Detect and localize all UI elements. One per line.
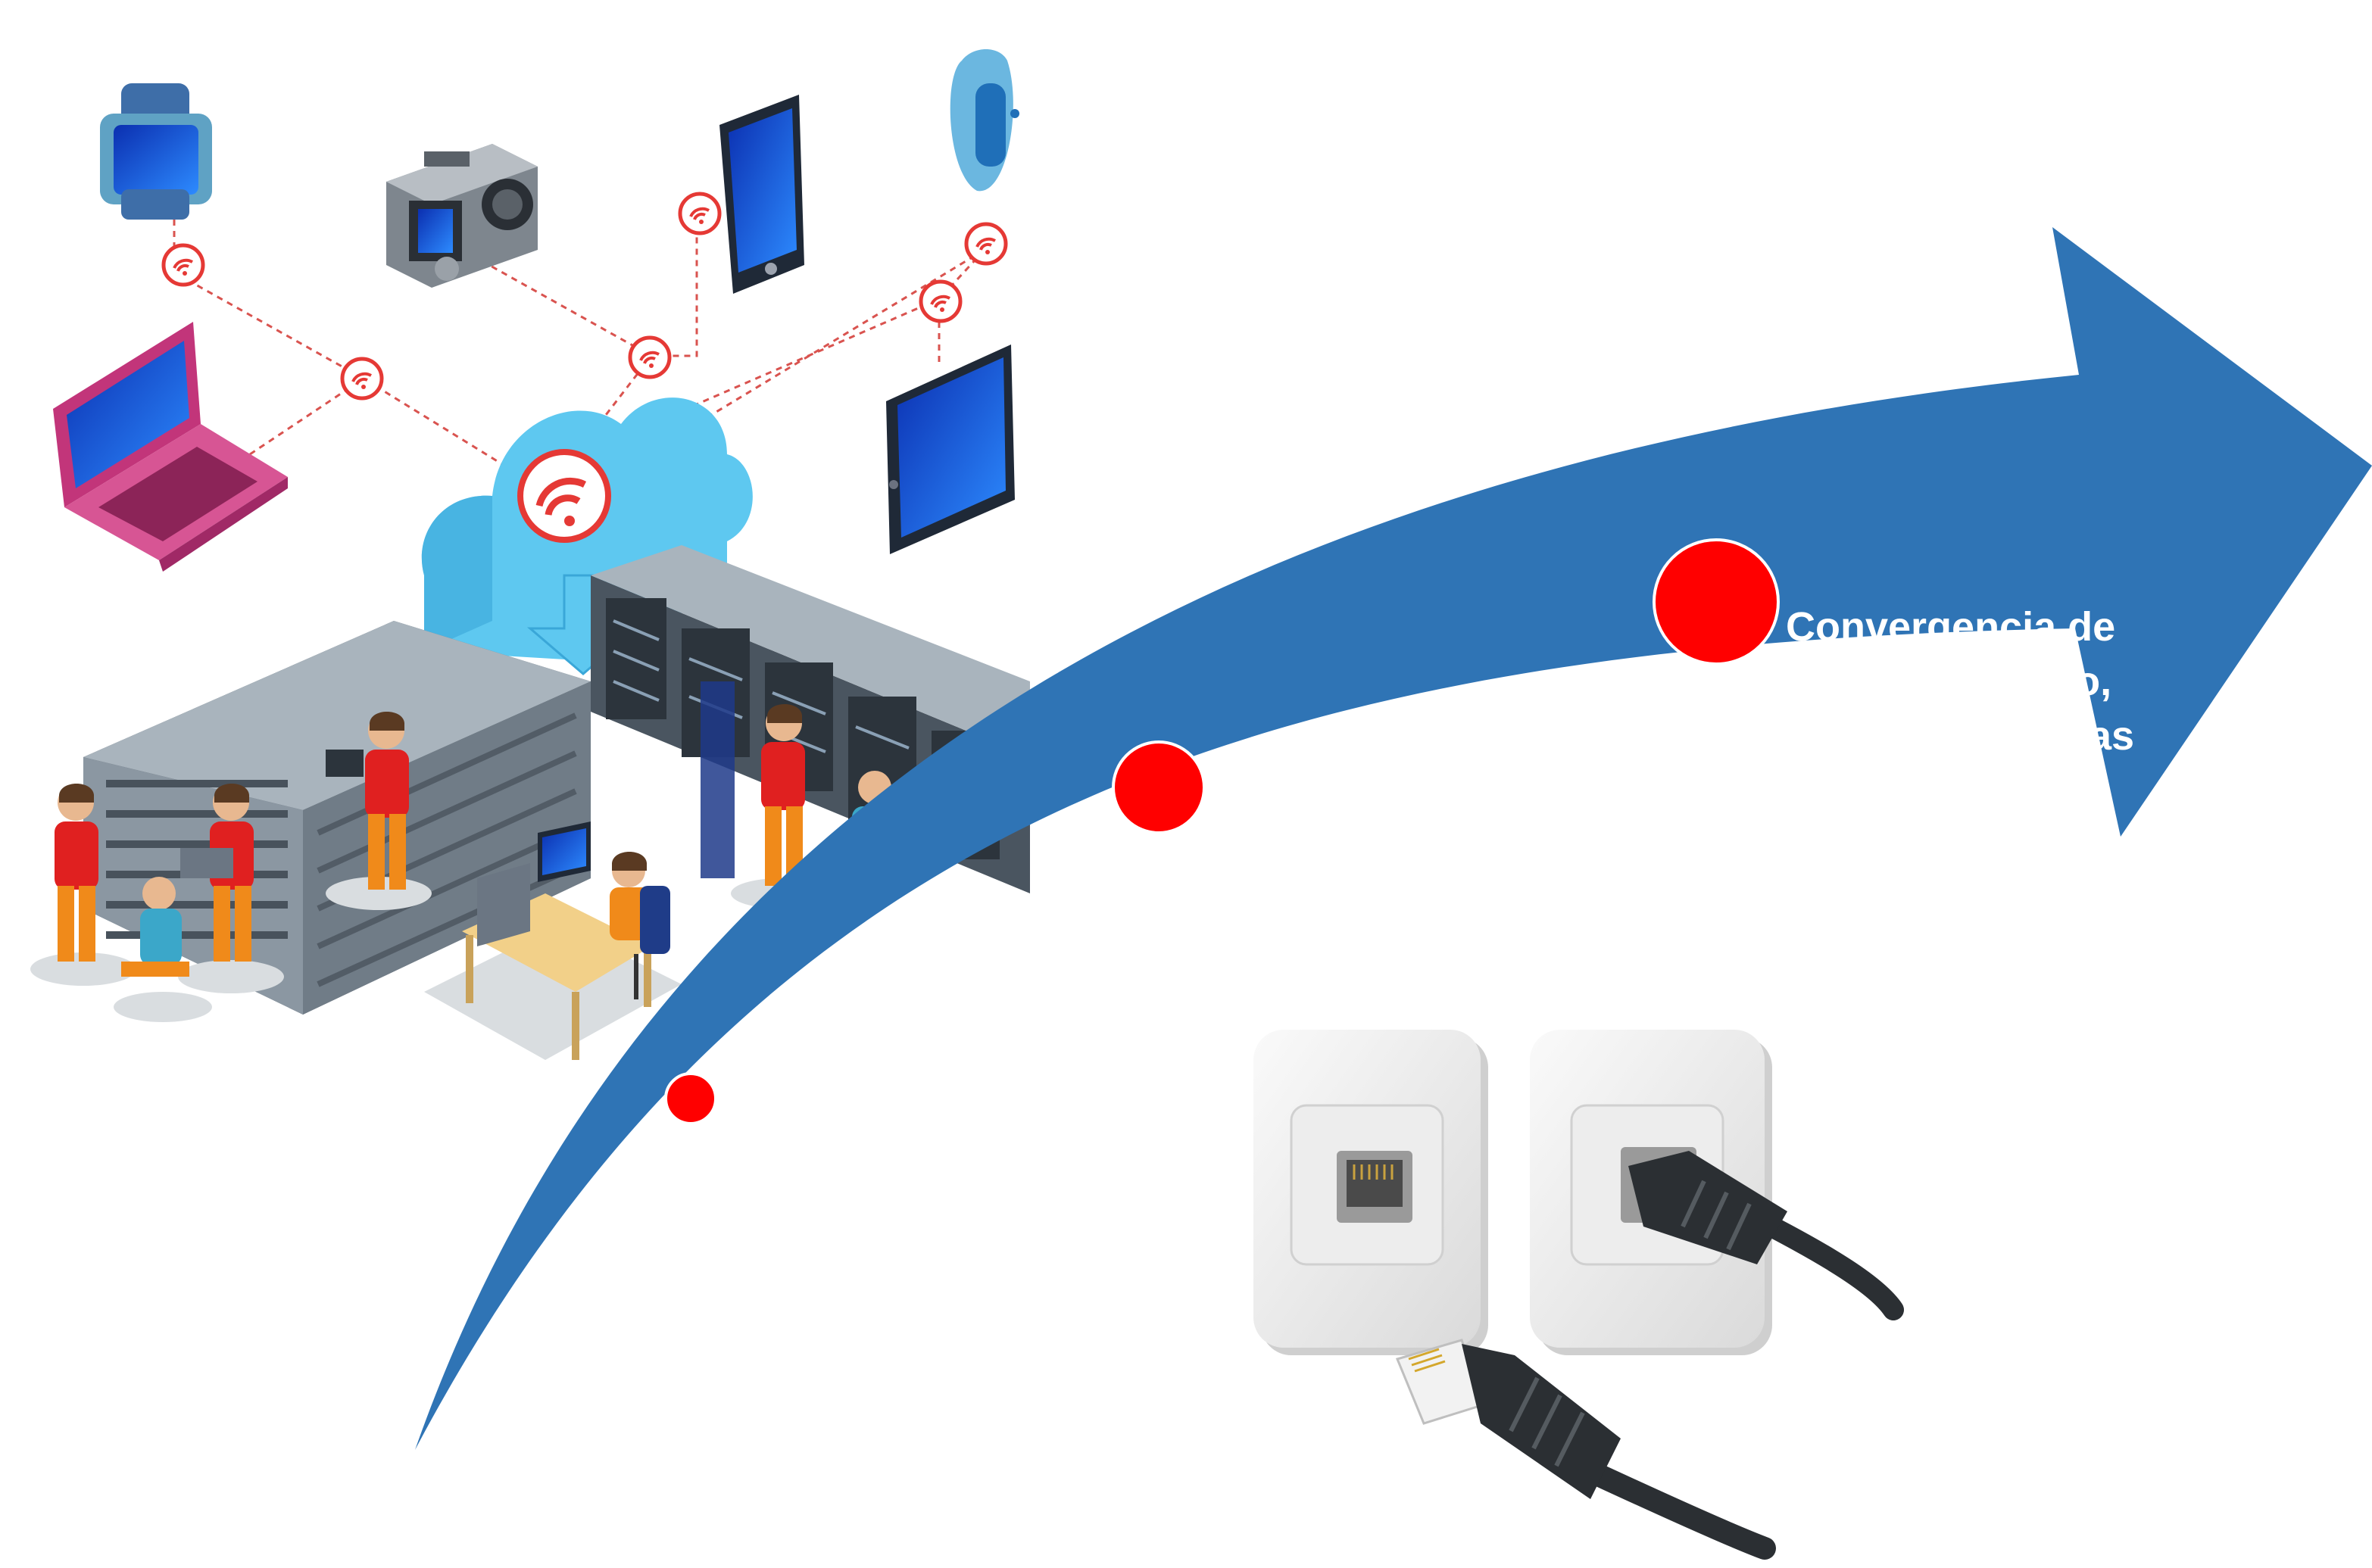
progress-arrow <box>415 227 2372 1450</box>
wifi-icon <box>164 245 203 285</box>
action-camera-icon <box>386 144 538 288</box>
milestone-label-2: Configura <box>1209 784 1402 839</box>
technician-icon <box>178 784 284 993</box>
milestone-label-3-line2: Voz, Data, Video, <box>1786 659 2112 704</box>
wifi-badges <box>164 194 1006 398</box>
ethernet-wall-socket-icon <box>1253 1030 1488 1355</box>
milestone-label-3-line3: as <box>2089 713 2135 759</box>
milestone-label-2-text: Configura <box>1209 789 1402 834</box>
milestone-dots <box>664 538 1780 1125</box>
milestone-label-1-text: A <box>713 1098 743 1143</box>
wifi-icon <box>680 194 719 233</box>
milestone-dot-1 <box>664 1072 717 1125</box>
ethernet-plug-icon <box>1395 1339 1776 1560</box>
milestone-label-3: Convergencia de Voz, Data, Video, as <box>1786 600 2134 763</box>
technician-icon <box>326 712 432 910</box>
milestone-dot-2 <box>1112 740 1206 834</box>
wifi-icon <box>966 224 1006 263</box>
wifi-icon <box>921 282 960 321</box>
smartphone-icon <box>719 95 804 294</box>
ethernet-plug-icon <box>1628 1151 1904 1320</box>
fitness-band-icon <box>950 49 1019 192</box>
tablet-icon <box>886 344 1015 554</box>
smartwatch-icon <box>100 83 212 220</box>
milestone-label-3-line1: Convergencia de <box>1786 604 2116 650</box>
technician-icon <box>114 877 212 1022</box>
wifi-icon <box>630 338 669 377</box>
wifi-icon <box>342 359 382 398</box>
workstation-desk-icon <box>424 821 682 1060</box>
milestone-label-1: A <box>713 1093 743 1148</box>
laptop-icon <box>53 322 288 572</box>
technician-icon <box>30 784 136 986</box>
milestone-dot-3 <box>1653 538 1780 666</box>
